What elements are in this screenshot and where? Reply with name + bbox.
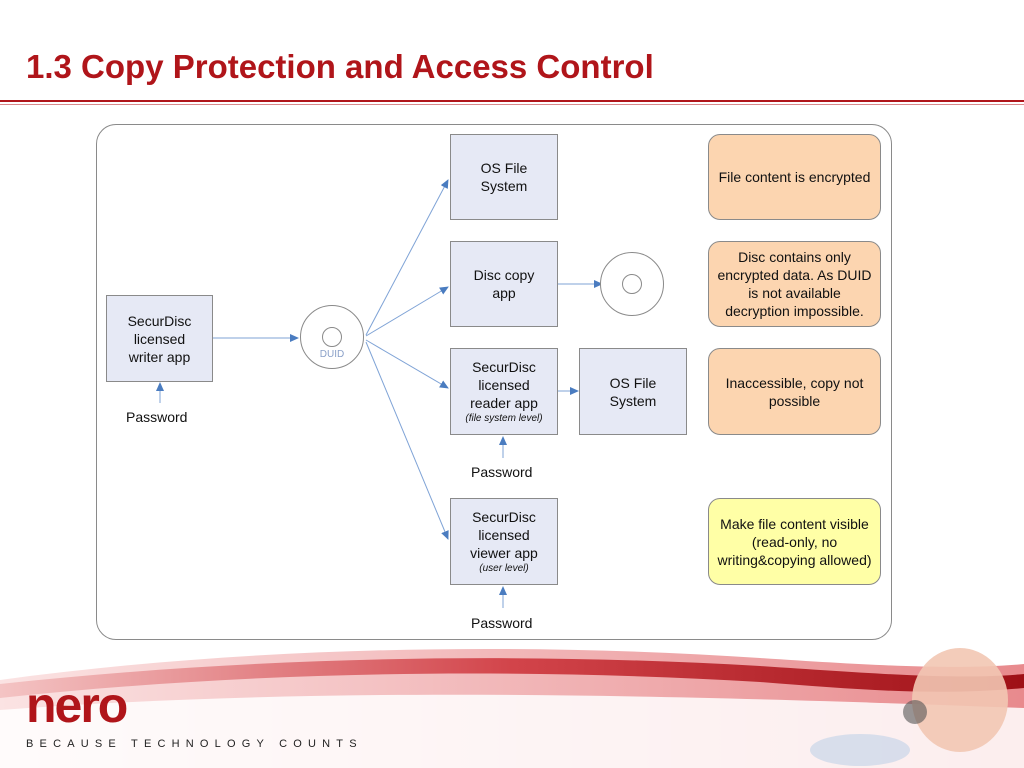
disc-copy-line2: app: [492, 284, 515, 302]
title-rule: [0, 100, 1024, 102]
duid-disc: DUID: [300, 305, 364, 369]
note-visible: Make file content visible (read-only, no…: [708, 498, 881, 585]
viewer-line3: viewer app: [470, 544, 538, 562]
note-encrypted: File content is encrypted: [708, 134, 881, 220]
footer-tagline: BECAUSE TECHNOLOGY COUNTS: [26, 738, 363, 750]
title-rule-thin: [0, 104, 1024, 105]
writer-password-label: Password: [126, 409, 187, 425]
reader-password-label: Password: [471, 464, 532, 480]
reader-line2: licensed: [478, 376, 529, 394]
osfs-top-line1: OS File: [481, 159, 528, 177]
reader-line3: reader app: [470, 394, 538, 412]
osfs-right-line2: System: [610, 392, 657, 410]
os-file-system-right-box: OS File System: [579, 348, 687, 435]
copied-disc: [600, 252, 664, 316]
osfs-right-line1: OS File: [610, 374, 657, 392]
os-file-system-top-box: OS File System: [450, 134, 558, 220]
disc-hole: [322, 327, 342, 347]
disc-copy-line1: Disc copy: [474, 266, 535, 284]
disc-copy-app-box: Disc copy app: [450, 241, 558, 327]
reader-sub: (file system level): [465, 412, 542, 426]
writer-line1: SecurDisc: [128, 312, 192, 330]
note-inaccessible: Inaccessible, copy not possible: [708, 348, 881, 435]
viewer-sub: (user level): [479, 562, 528, 576]
reader-line1: SecurDisc: [472, 358, 536, 376]
copied-disc-hole: [622, 274, 642, 294]
viewer-line2: licensed: [478, 526, 529, 544]
nero-logo: nero: [26, 676, 126, 734]
note-disc-only: Disc contains only encrypted data. As DU…: [708, 241, 881, 327]
reader-app-box: SecurDisc licensed reader app (file syst…: [450, 348, 558, 435]
viewer-line1: SecurDisc: [472, 508, 536, 526]
page-title: 1.3 Copy Protection and Access Control: [26, 48, 654, 86]
writer-line2: licensed: [134, 330, 185, 348]
writer-app-box: SecurDisc licensed writer app: [106, 295, 213, 382]
duid-label: DUID: [301, 349, 363, 360]
viewer-password-label: Password: [471, 615, 532, 631]
osfs-top-line2: System: [481, 177, 528, 195]
writer-line3: writer app: [129, 348, 190, 366]
viewer-app-box: SecurDisc licensed viewer app (user leve…: [450, 498, 558, 585]
